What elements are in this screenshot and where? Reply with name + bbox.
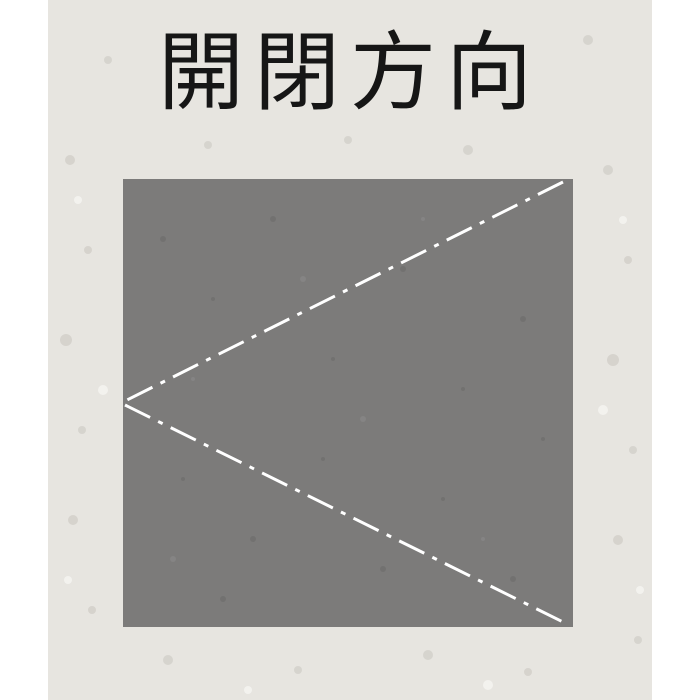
page-title: 開閉方向 (158, 23, 542, 123)
panel-texture (160, 216, 545, 602)
background-speckle (60, 35, 644, 694)
lower-swing-line (124, 403, 564, 624)
swing-direction-lines (124, 180, 564, 624)
upper-swing-line (124, 180, 564, 403)
door-panel (123, 179, 573, 627)
